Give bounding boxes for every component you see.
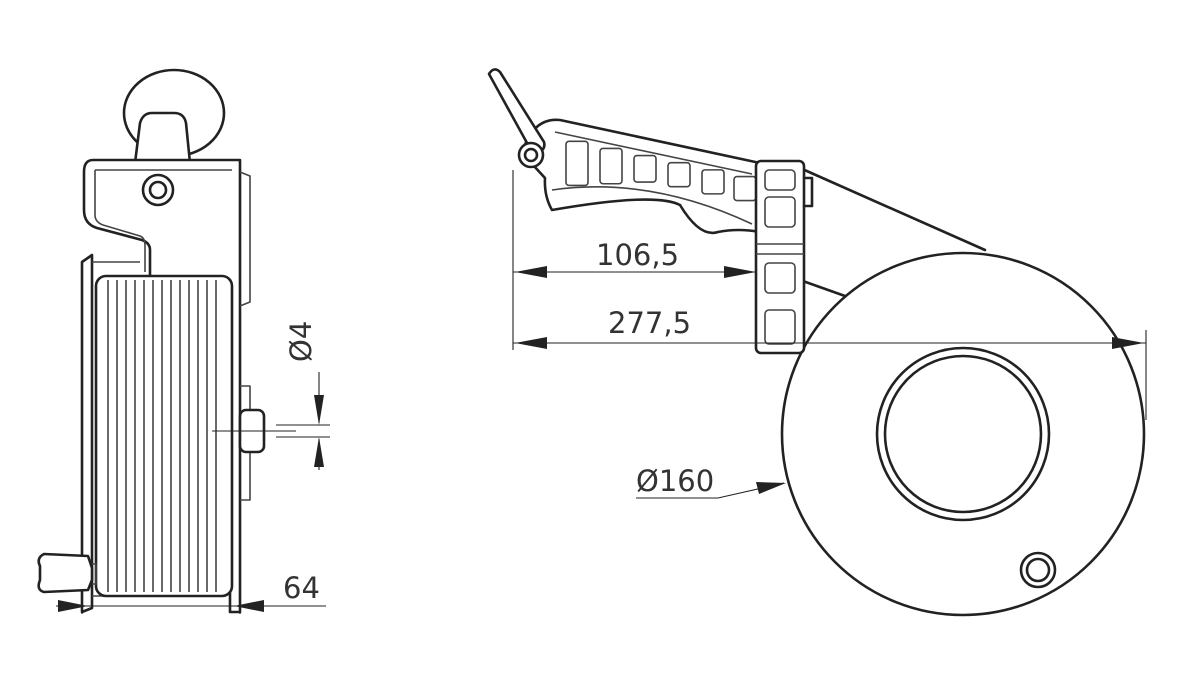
offset-arrow-left <box>515 266 547 278</box>
wire-arrow-bottom <box>314 437 324 467</box>
offset-arrow-right <box>724 266 756 278</box>
dimension-width: 64 <box>56 571 326 614</box>
wire-diameter-label: Ø4 <box>284 321 318 362</box>
handle-grip-inner <box>551 131 753 225</box>
dimension-wire-diameter: Ø4 <box>276 321 330 470</box>
mounting-bracket <box>82 158 242 614</box>
grip-rib <box>701 169 725 195</box>
bracket-column <box>754 159 806 355</box>
handle-offset-label: 106,5 <box>596 238 679 272</box>
dimension-lengths: 106,5 277,5 <box>512 170 1147 420</box>
column-slot-1 <box>764 169 796 191</box>
frame-lower-tangent <box>798 278 847 298</box>
bracket-bolt-inner <box>148 180 168 200</box>
overall-arrow-right <box>1112 337 1144 349</box>
width-label: 64 <box>283 571 320 605</box>
side-view <box>37 68 296 614</box>
grip-rib <box>599 147 623 185</box>
column-slot-2 <box>764 196 796 228</box>
top-clamp <box>133 111 192 165</box>
grip-rib <box>633 154 657 183</box>
crank-handle <box>37 552 94 594</box>
drum-diameter-label: Ø160 <box>636 464 714 498</box>
drum-hub-inner <box>883 354 1043 514</box>
bracket-column-joint <box>756 243 804 255</box>
wire-arrow-top <box>314 395 324 425</box>
drum-diameter-arrow <box>756 482 786 494</box>
width-arrow-right <box>234 600 264 612</box>
swivel-hook <box>487 68 546 154</box>
crank-pin-inner <box>1025 557 1051 583</box>
column-side-tab <box>802 176 814 208</box>
wire-extension-lines <box>276 424 330 438</box>
bracket-side-tab <box>239 171 251 307</box>
width-extension-lines <box>81 596 241 614</box>
column-slot-3 <box>764 262 796 294</box>
front-view <box>487 68 1146 617</box>
hook-eyelet-inner <box>523 147 539 163</box>
handle-grip <box>520 118 762 235</box>
frame-top-tangent <box>798 166 987 252</box>
grip-rib <box>565 140 589 187</box>
hook-eyelet <box>517 141 545 169</box>
dimension-drum-diameter: Ø160 <box>636 464 786 499</box>
grip-rib <box>667 161 691 188</box>
left-flange <box>80 253 94 614</box>
bracket-inner-edge <box>94 169 232 272</box>
drum-hub-outer <box>875 346 1051 522</box>
overall-arrow-left <box>515 337 547 349</box>
column-slot-4 <box>764 309 796 345</box>
coil-turns <box>107 280 217 592</box>
handle-grip-ribs <box>565 140 757 202</box>
width-arrow-left <box>58 600 88 612</box>
bracket-bolt <box>141 173 175 207</box>
crank-hub <box>92 563 97 585</box>
overall-length-label: 277,5 <box>608 306 691 340</box>
